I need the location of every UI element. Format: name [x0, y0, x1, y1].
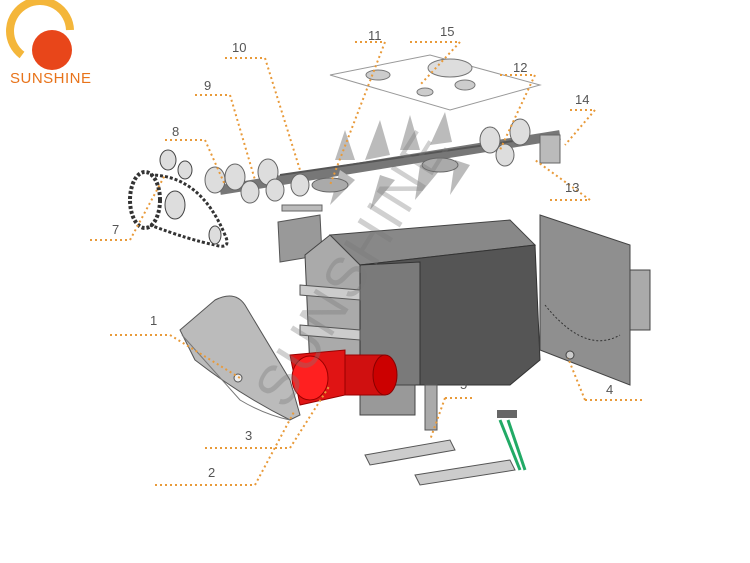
label-1: 1 [150, 313, 158, 328]
top-cover-plate [329, 54, 542, 111]
guard-cover [179, 295, 301, 421]
label-13: 13 [565, 180, 580, 195]
mixer-trough [299, 219, 541, 416]
label-15: 15 [440, 24, 455, 39]
label-14: 14 [575, 92, 590, 107]
brand-name: SUNSHINE [10, 70, 92, 87]
callout-lines [90, 41, 645, 486]
sunshine-logo [6, 0, 74, 70]
label-10: 10 [232, 40, 247, 55]
label-12: 12 [513, 60, 528, 75]
discharge-assembly [364, 384, 527, 486]
label-3: 3 [245, 428, 253, 443]
end-plate [539, 214, 651, 386]
label-2: 2 [208, 465, 216, 480]
label-9: 9 [204, 78, 212, 93]
label-4: 4 [606, 382, 614, 397]
label-11: 11 [368, 28, 382, 43]
label-8: 8 [172, 124, 180, 139]
label-5: 5 [460, 377, 468, 392]
gear-motor [289, 349, 398, 406]
label-7: 7 [112, 222, 120, 237]
chain-drive [128, 149, 229, 248]
